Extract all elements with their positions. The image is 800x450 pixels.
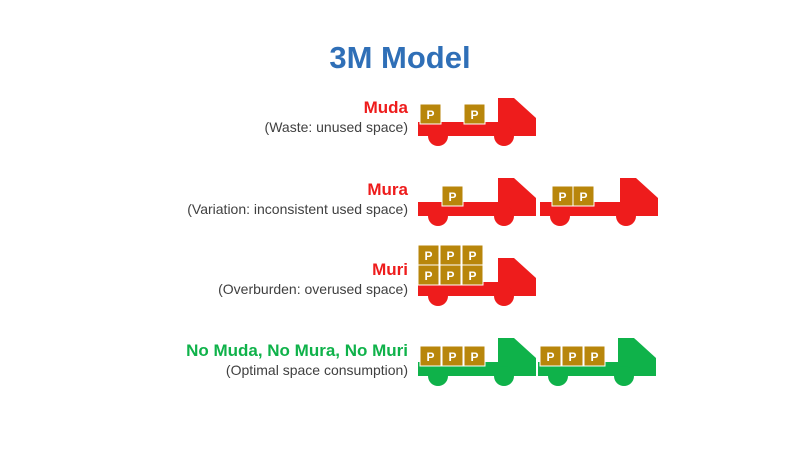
row-label-mura: Mura (Variation: inconsistent used space… xyxy=(187,179,408,219)
row-label-muri: Muri (Overburden: overused space) xyxy=(218,259,408,299)
optimal-truck-2 xyxy=(538,338,656,386)
muda-truck xyxy=(418,98,536,146)
row-description: (Optimal space consumption) xyxy=(225,362,408,378)
row-name: No Muda, No Mura, No Muri xyxy=(186,341,408,360)
page-title: 3M Model xyxy=(329,40,471,75)
row-description: (Waste: unused space) xyxy=(264,119,408,135)
mura-truck-1 xyxy=(418,178,536,226)
muri-truck xyxy=(417,244,536,306)
mura-truck-2 xyxy=(540,178,658,226)
row-name: Muda xyxy=(363,98,408,117)
row-name: Muri xyxy=(372,260,408,279)
row-name: Mura xyxy=(367,180,408,199)
row-description: (Variation: inconsistent used space) xyxy=(187,201,408,217)
row-label-optimal: No Muda, No Mura, No Muri (Optimal space… xyxy=(186,340,408,380)
row-description: (Overburden: overused space) xyxy=(218,281,408,297)
optimal-truck-1 xyxy=(418,338,536,386)
row-label-muda: Muda (Waste: unused space) xyxy=(265,97,408,137)
